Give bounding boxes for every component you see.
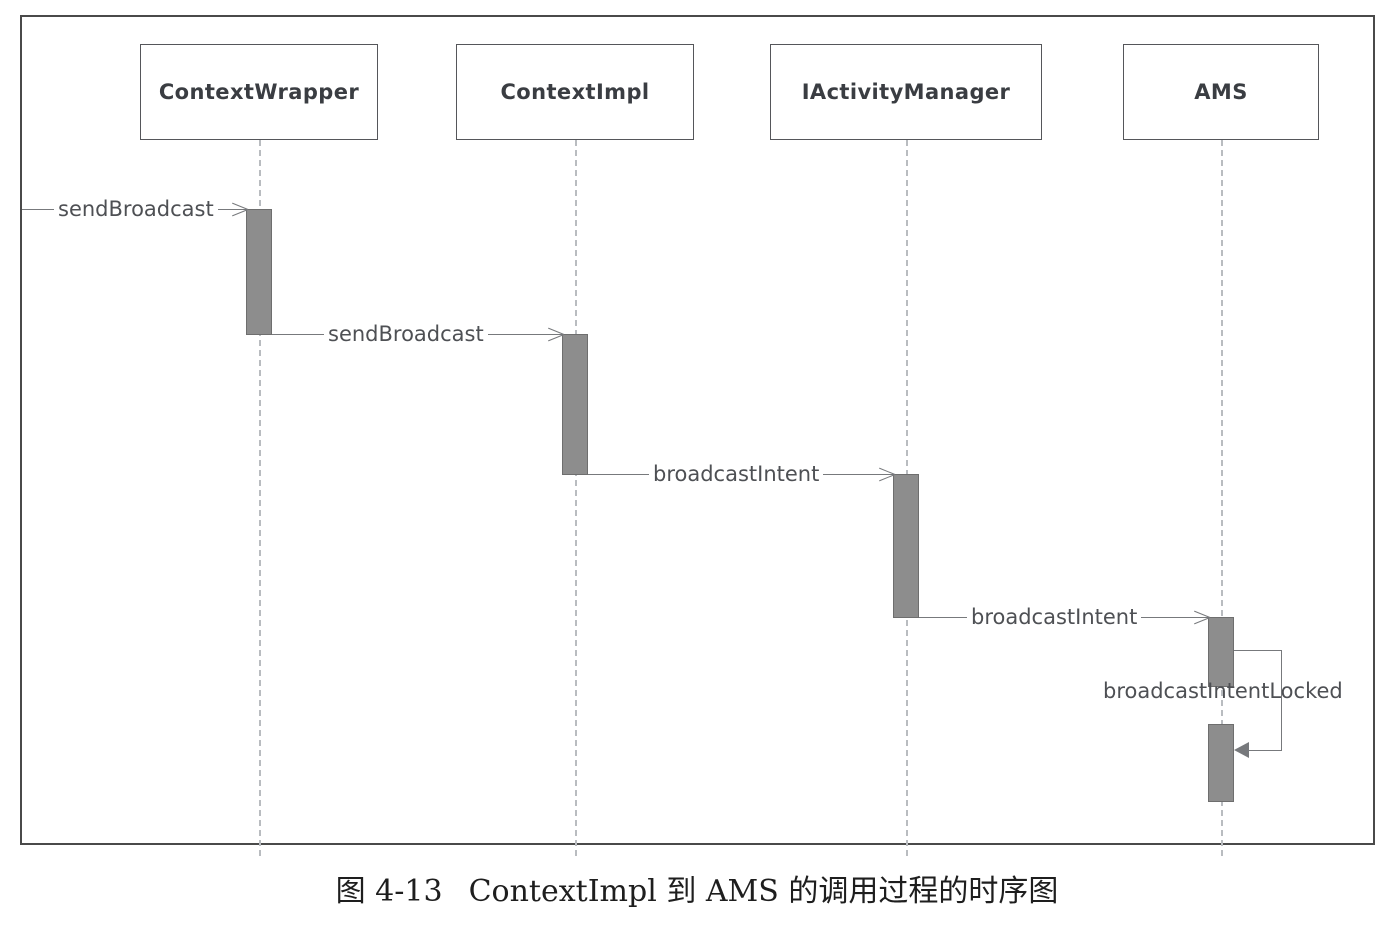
participant-label: IActivityManager [801,80,1011,104]
participant-iactivity-manager[interactable]: IActivityManager [770,44,1042,140]
activation-context-impl[interactable] [562,334,588,475]
participant-label: ContextWrapper [158,80,360,104]
message-line-5-down [1281,650,1282,750]
message-label-5: broadcastIntentLocked [1103,679,1343,703]
lifeline-context-wrapper [259,140,261,856]
message-label-4: broadcastIntent [967,605,1142,629]
diagram-frame: ContextWrapper ContextImpl IActivityMana… [20,15,1375,856]
participant-label: AMS [1194,80,1248,104]
message-arrowhead-5 [1234,742,1249,758]
message-line-5-return [1248,750,1282,751]
message-label-1: sendBroadcast [54,197,218,221]
participant-context-wrapper[interactable]: ContextWrapper [140,44,378,140]
message-label-2: sendBroadcast [324,322,488,346]
figure-caption: 图 4-13 ContextImpl 到 AMS 的调用过程的时序图 [0,866,1394,910]
caption-title: ContextImpl 到 AMS 的调用过程的时序图 [468,874,1059,909]
activation-context-wrapper[interactable] [246,209,272,335]
participant-context-impl[interactable]: ContextImpl [456,44,694,140]
lifeline-context-impl [575,140,577,856]
lifeline-ams [1221,140,1223,856]
activation-ams-2[interactable] [1208,724,1234,802]
activation-ams-1[interactable] [1208,617,1234,687]
message-line-5-out [1234,650,1282,651]
activation-iactivity-manager[interactable] [893,474,919,618]
participant-ams[interactable]: AMS [1123,44,1319,140]
caption-figure-number: 图 4-13 [335,874,443,909]
message-label-3: broadcastIntent [649,462,824,486]
participant-label: ContextImpl [500,80,650,104]
